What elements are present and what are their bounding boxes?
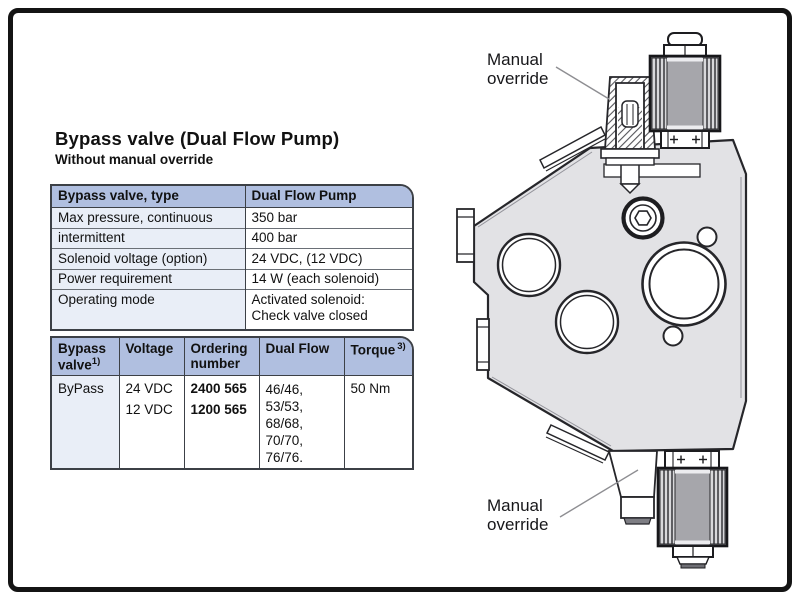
spec-label: intermittent (52, 227, 246, 249)
valve-seat-notch (603, 163, 701, 178)
spec-label: Solenoid voltage (option) (52, 248, 246, 269)
order-table: Bypass valve1) Voltage Ordering number D… (50, 336, 414, 470)
order-torque-cell: 50 Nm (350, 380, 391, 396)
page-title: Bypass valve (Dual Flow Pump) (55, 128, 340, 149)
side-port-upper (456, 208, 475, 263)
spec-value: Activated solenoid: Check valve closed (245, 289, 412, 329)
leader-line-top (555, 66, 610, 100)
coil-nut-bottom (664, 450, 720, 469)
order-dual-flow-cell: 46/46, 53/53, 68/68, 70/70, 76/76. (259, 375, 345, 468)
order-header-row: Bypass valve1) Voltage Ordering number D… (52, 338, 412, 376)
spec-value: 14 W (each solenoid) (245, 268, 412, 290)
spec-row: intermittent 400 bar (52, 227, 412, 249)
port-circle-left (496, 232, 562, 298)
spec-value: 24 VDC, (12 VDC) (245, 248, 412, 269)
mounting-rail-top (539, 125, 606, 172)
order-voltage-cell: 24 VDC 12 VDC (119, 375, 185, 468)
spec-row: Operating mode Activated solenoid: Check… (52, 289, 412, 329)
spec-row: Solenoid voltage (option) 24 VDC, (12 VD… (52, 248, 412, 269)
solenoid-coil-bottom (656, 450, 729, 569)
bolt-hole-upper (696, 226, 718, 248)
leader-line-bottom (559, 469, 639, 518)
page-subtitle: Without manual override (55, 152, 214, 167)
order-number-cell: 2400 565 1200 565 (184, 375, 260, 468)
order-data-row: ByPass 24 VDC 12 VDC 2400 565 1200 565 4… (52, 375, 412, 468)
order-header-valve: Bypass valve1) (52, 338, 120, 376)
spec-label: Operating mode (52, 289, 246, 329)
manual-override-funnel (607, 450, 658, 525)
order-header-dual-flow: Dual Flow (259, 338, 345, 376)
order-valve-cell: ByPass (52, 375, 120, 468)
cable-gland-bottom (672, 545, 714, 569)
port-circle-large (641, 241, 727, 327)
spec-value: 400 bar (245, 227, 412, 249)
order-header-ordering-number: Ordering number (184, 338, 260, 376)
port-circle-center (554, 289, 620, 355)
mounting-rail-bottom (545, 424, 611, 464)
spec-header-col1: Bypass valve, type (52, 186, 246, 208)
bolt-hole-lower (662, 325, 684, 347)
spec-row: Max pressure, continuous 350 bar (52, 207, 412, 228)
spec-label: Power requirement (52, 268, 246, 290)
spec-table: Bypass valve, type Dual Flow Pump Max pr… (50, 184, 414, 331)
spec-header-row: Bypass valve, type Dual Flow Pump (52, 186, 412, 208)
order-header-voltage: Voltage (119, 338, 185, 376)
spec-header-col2: Dual Flow Pump (245, 186, 412, 208)
side-port-lower (476, 318, 490, 371)
spec-label: Max pressure, continuous (52, 207, 246, 228)
solenoid-coil-top (648, 32, 722, 149)
manual-override-label-bottom: Manual override (487, 496, 549, 534)
hex-plug-ring (621, 196, 665, 240)
coil-nut-top (660, 130, 710, 149)
manual-override-label-top: Manual override (487, 50, 549, 88)
spec-value: 350 bar (251, 209, 298, 225)
spec-row: Power requirement 14 W (each solenoid) (52, 268, 412, 290)
